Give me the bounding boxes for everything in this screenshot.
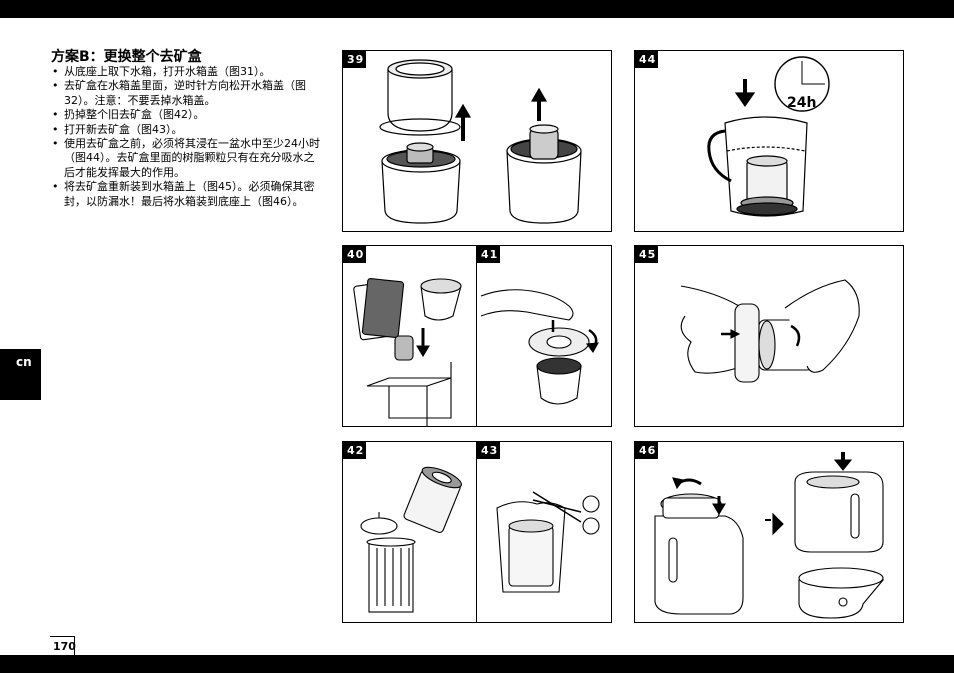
bottom-bar — [0, 655, 954, 673]
instruction-item: 将去矿盒重新装到水箱盖上（图45）。必须确保其密封，以防漏水！最后将水箱装到底座… — [51, 180, 323, 209]
instruction-item: 打开新去矿盒（图43）。 — [51, 123, 323, 138]
figure-40-illustration — [353, 278, 462, 426]
figure-42-label: 42 — [343, 442, 366, 459]
top-bar — [0, 0, 954, 18]
figure-41-panel: 41 — [476, 245, 612, 427]
instruction-item: 从底座上取下水箱，打开水箱盖（图31）。 — [51, 65, 323, 80]
figure-46-label: 46 — [635, 442, 658, 459]
figure-43-label: 43 — [477, 442, 500, 459]
figure-44-label: 44 — [635, 51, 658, 68]
language-tab: cn — [0, 349, 41, 400]
page-number: 170 — [50, 636, 76, 655]
figure-44-illustration: 24h — [707, 56, 830, 217]
instruction-item: 使用去矿盒之前，必须将其浸在一盆水中至少24小时（图44）。去矿盒里面的树脂颗粒… — [51, 137, 323, 180]
instruction-item: 扔掉整个旧去矿盒（图42）。 — [51, 108, 323, 123]
figure-46-illustration — [654, 452, 885, 619]
instruction-item: 去矿盒在水箱盖里面，逆时针方向松开水箱盖（图32）。注意：不要丢掉水箱盖。 — [51, 79, 323, 108]
figure-45-panel: 45 — [634, 245, 904, 427]
figure-43-panel: 43 — [476, 441, 612, 623]
section-title: 方案B：更换整个去矿盒 — [51, 49, 202, 65]
figure-42-panel: 42 — [342, 441, 477, 623]
figure-46-panel: 46 — [634, 441, 904, 623]
figure-40-label: 40 — [343, 246, 366, 263]
figure-44-panel: 44 24h — [634, 50, 904, 232]
figure-45-illustration — [680, 279, 860, 383]
instruction-list: 从底座上取下水箱，打开水箱盖（图31）。 去矿盒在水箱盖里面，逆时针方向松开水箱… — [51, 65, 323, 209]
figure-45-label: 45 — [635, 246, 658, 263]
figure-41-label: 41 — [477, 246, 500, 263]
figure-42-illustration — [360, 466, 463, 613]
page-number-text: 170 — [53, 640, 76, 653]
figure-43-illustration — [496, 491, 600, 593]
language-tab-label: cn — [16, 355, 32, 369]
figure-39-illustration — [379, 59, 582, 224]
figure-39-label: 39 — [343, 51, 366, 68]
figure-40-panel: 40 — [342, 245, 477, 427]
figure-41-illustration — [480, 289, 599, 405]
clock-duration-label: 24h — [787, 95, 816, 111]
figure-39-panel: 39 — [342, 50, 612, 232]
